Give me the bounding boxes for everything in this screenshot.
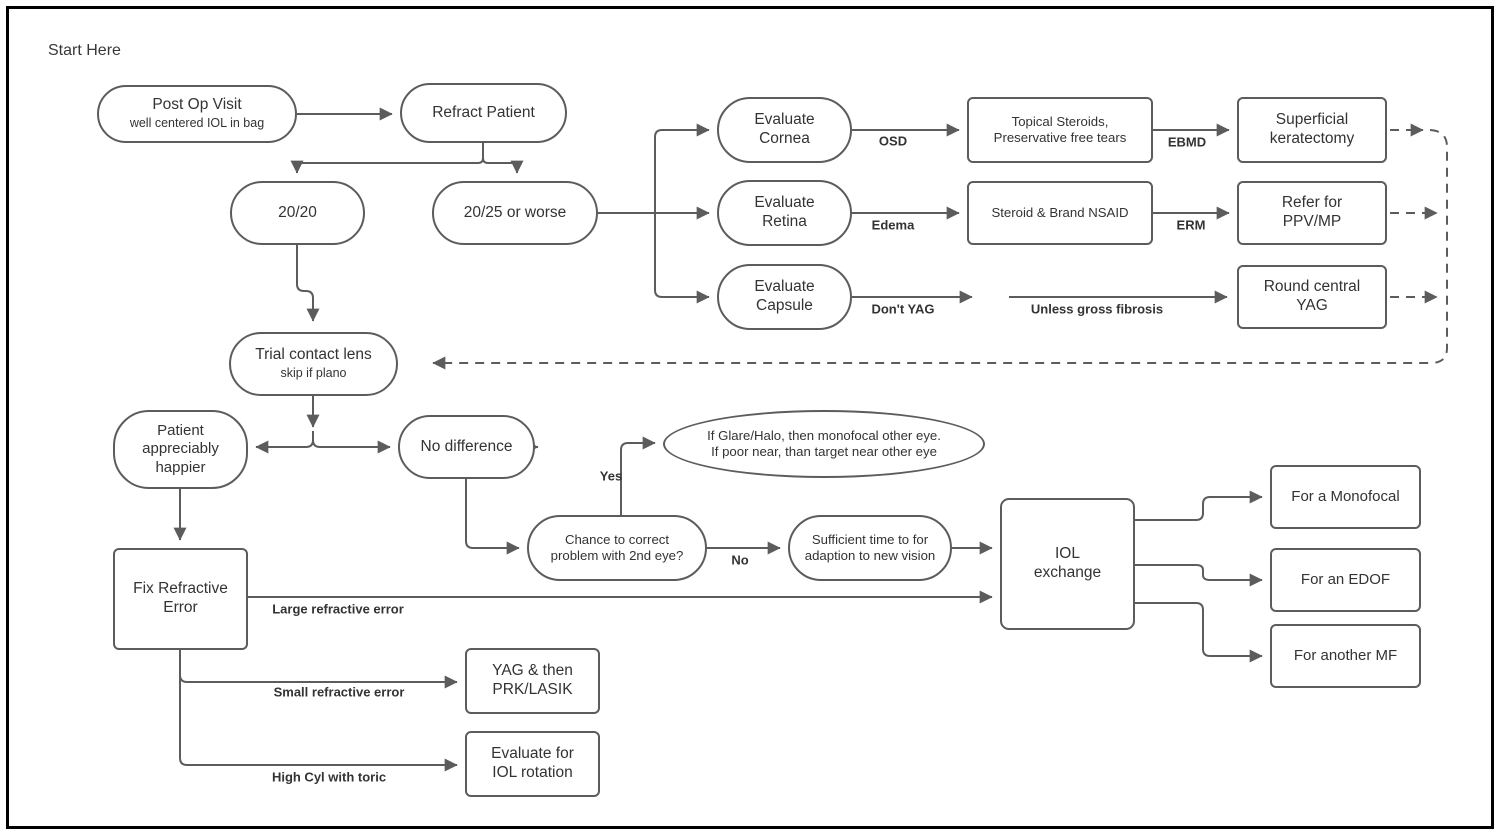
node-label: Topical Steroids, Preservative free tear… bbox=[993, 113, 1127, 145]
node-label: Refer for PPV/MP bbox=[1281, 194, 1343, 230]
edge-label-yes: Yes bbox=[599, 468, 623, 484]
node-label: 20/20 bbox=[278, 203, 317, 221]
node-trial-contact-lens: Trial contact lens skip if plano bbox=[229, 332, 398, 396]
edge-label-edema: Edema bbox=[871, 217, 915, 233]
node-label: No difference bbox=[420, 437, 513, 455]
node-label: Round central YAG bbox=[1263, 278, 1361, 314]
node-superficial-keratectomy: Superficial keratectomy bbox=[1237, 97, 1387, 163]
connector-2020-trial bbox=[296, 245, 320, 322]
connector-chance-yes-glare bbox=[620, 436, 656, 515]
edge-label-large-refractive-error: Large refractive error bbox=[272, 601, 404, 617]
node-yag-prk-lasik: YAG & then PRK/LASIK bbox=[465, 648, 600, 714]
node-iol-exchange: IOL exchange bbox=[1000, 498, 1135, 630]
edge-label-unless-gross-fibrosis: Unless gross fibrosis bbox=[1030, 301, 1164, 317]
connector-split-nodiff bbox=[312, 431, 391, 454]
node-label: Refract Patient bbox=[432, 103, 535, 121]
node-evaluate-capsule: Evaluate Capsule bbox=[717, 264, 852, 330]
node-label: If Glare/Halo, then monofocal other eye.… bbox=[707, 427, 941, 459]
node-patient-happier: Patient appreciably happier bbox=[113, 410, 248, 489]
node-label: Evaluate for IOL rotation bbox=[491, 745, 574, 781]
node-for-edof: For an EDOF bbox=[1270, 548, 1421, 612]
outer-frame bbox=[6, 6, 1494, 829]
node-label: Evaluate Cornea bbox=[754, 111, 815, 147]
node-no-difference: No difference bbox=[398, 415, 535, 479]
node-label: Chance to correct problem with 2nd eye? bbox=[550, 531, 684, 563]
edge-label-dont-yag: Don't YAG bbox=[871, 301, 935, 317]
connector-feedback-loop-dashed bbox=[432, 129, 1448, 370]
node-refer-ppv-mp: Refer for PPV/MP bbox=[1237, 181, 1387, 245]
connector-refract-2025 bbox=[482, 143, 524, 174]
edge-label-high-cyl-with-toric: High Cyl with toric bbox=[271, 769, 387, 785]
node-fix-refractive-error: Fix Refractive Error bbox=[113, 548, 248, 650]
node-label: For a Monofocal bbox=[1291, 487, 1400, 505]
node-label: Fix Refractive Error bbox=[133, 580, 228, 616]
node-for-monofocal: For a Monofocal bbox=[1270, 465, 1421, 529]
node-post-op-visit: Post Op Visit well centered IOL in bag bbox=[97, 85, 297, 143]
node-label: For another MF bbox=[1293, 646, 1398, 664]
edge-label-erm: ERM bbox=[1176, 217, 1206, 233]
node-20-20: 20/20 bbox=[230, 181, 365, 245]
start-here-label: Start Here bbox=[48, 42, 121, 59]
node-sublabel: well centered IOL in bag bbox=[129, 116, 265, 131]
connector-iol-edof bbox=[1135, 564, 1263, 587]
node-label: YAG & then PRK/LASIK bbox=[492, 662, 573, 698]
connector-split-happier bbox=[255, 431, 314, 454]
node-20-25-or-worse: 20/25 or worse bbox=[432, 181, 598, 245]
node-label: Sufficient time to for adaption to new v… bbox=[804, 531, 936, 563]
edge-label-no: No bbox=[731, 552, 749, 568]
node-refract-patient: Refract Patient bbox=[400, 83, 567, 143]
node-evaluate-cornea: Evaluate Cornea bbox=[717, 97, 852, 163]
connector-fix-small-yagprk bbox=[179, 650, 458, 689]
node-label: Evaluate Retina bbox=[754, 194, 815, 230]
node-for-another-mf: For another MF bbox=[1270, 624, 1421, 688]
edge-label-small-refractive-error: Small refractive error bbox=[273, 684, 405, 700]
node-label: Steroid & Brand NSAID bbox=[991, 204, 1129, 220]
edge-label-osd: OSD bbox=[878, 133, 908, 149]
node-label: For an EDOF bbox=[1300, 570, 1391, 588]
node-sufficient-time: Sufficient time to for adaption to new v… bbox=[788, 515, 952, 581]
node-label: Evaluate Capsule bbox=[754, 278, 815, 314]
node-glare-halo-note: If Glare/Halo, then monofocal other eye.… bbox=[663, 410, 985, 478]
node-label: Superficial keratectomy bbox=[1269, 111, 1355, 147]
node-label: Trial contact lens bbox=[255, 346, 372, 364]
node-label: Patient appreciably happier bbox=[142, 422, 219, 476]
connector-iol-anothermf bbox=[1135, 602, 1263, 663]
node-chance-correct-2nd-eye: Chance to correct problem with 2nd eye? bbox=[527, 515, 707, 581]
node-round-central-yag: Round central YAG bbox=[1237, 265, 1387, 329]
node-topical-steroids: Topical Steroids, Preservative free tear… bbox=[967, 97, 1153, 163]
connector-fix-highcyl-rotation bbox=[179, 650, 458, 772]
connector-branch-cornea bbox=[654, 123, 710, 213]
connector-iol-monofocal bbox=[1135, 490, 1263, 521]
node-sublabel: skip if plano bbox=[280, 366, 347, 381]
node-label: Post Op Visit bbox=[152, 96, 242, 114]
connector-nodiff-chance bbox=[465, 479, 520, 555]
connector-branch-capsule bbox=[654, 213, 710, 304]
node-evaluate-iol-rotation: Evaluate for IOL rotation bbox=[465, 731, 600, 797]
node-label: 20/25 or worse bbox=[463, 203, 567, 221]
node-label: IOL exchange bbox=[1033, 545, 1102, 581]
node-steroid-brand-nsaid: Steroid & Brand NSAID bbox=[967, 181, 1153, 245]
node-evaluate-retina: Evaluate Retina bbox=[717, 180, 852, 246]
connector-refract-2020 bbox=[290, 143, 484, 174]
edge-label-ebmd: EBMD bbox=[1167, 134, 1207, 150]
